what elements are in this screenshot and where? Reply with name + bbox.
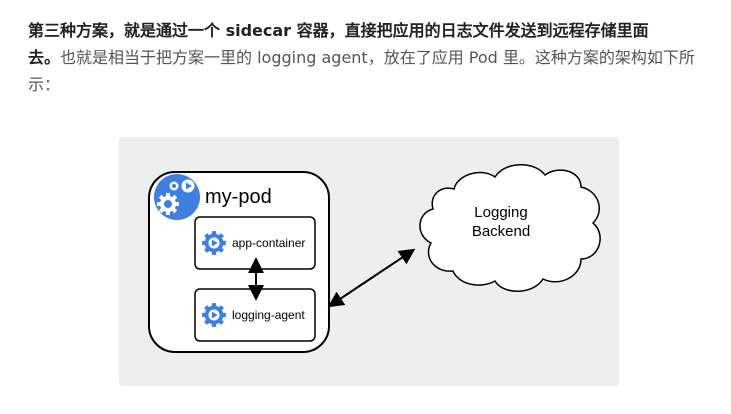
app-container-label: app-container (232, 236, 305, 250)
description-paragraph: 第三种方案，就是通过一个 sidecar 容器，直接把应用的日志文件发送到远程存… (28, 17, 718, 98)
pod-label: my-pod (205, 186, 272, 208)
backend-label-line2: Backend (472, 223, 530, 240)
gears-icon (154, 174, 200, 220)
bold-text-line1: 第三种方案，就是通过一个 sidecar 容器，直接把应用的日志文件发送到远程存… (28, 21, 649, 40)
gear-play-icon (202, 231, 226, 255)
diagram-svg: my-pod app-container logging-agent Loggi… (148, 164, 601, 353)
normal-text: 也就是相当于把方案一里的 logging agent，放在了应用 Pod 里。这… (28, 48, 695, 94)
agent-to-backend-arrow (327, 248, 416, 308)
architecture-diagram: my-pod app-container logging-agent Loggi… (119, 137, 619, 386)
logging-agent-label: logging-agent (232, 308, 305, 322)
cloud-shape (419, 164, 601, 292)
gear-play-icon (202, 303, 226, 327)
bold-text-line2: 去。 (28, 48, 61, 67)
backend-label-line1: Logging (474, 204, 527, 221)
